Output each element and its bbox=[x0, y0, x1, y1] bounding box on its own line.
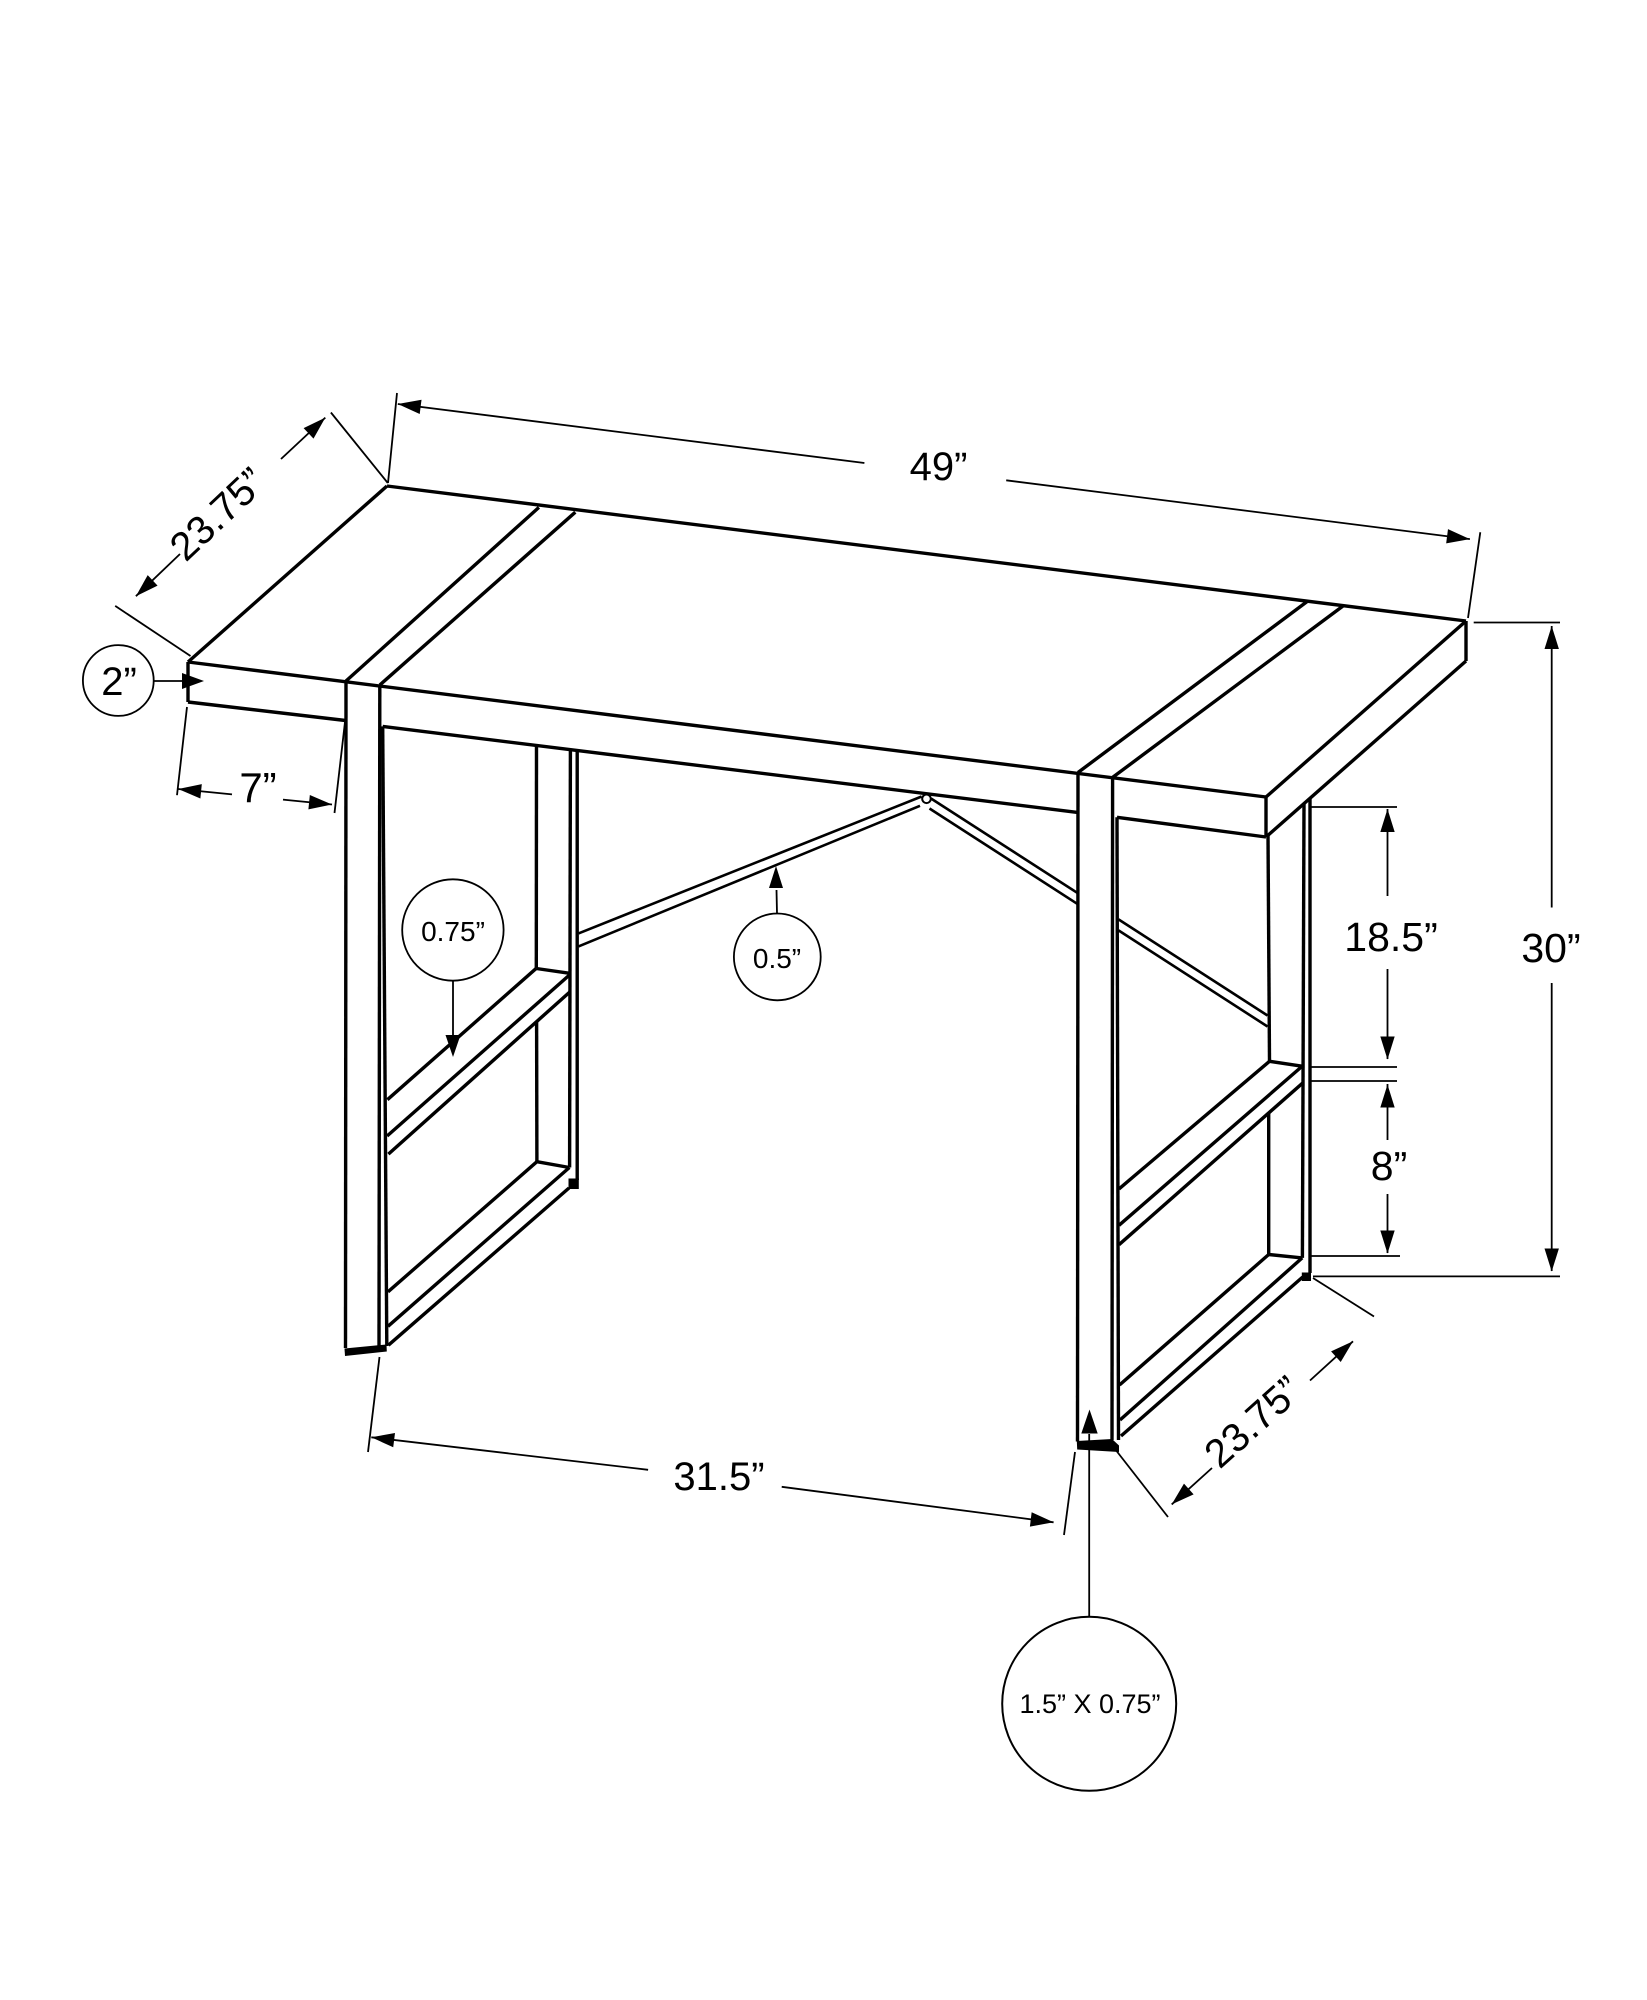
svg-text:8”: 8” bbox=[1371, 1143, 1407, 1189]
svg-text:2”: 2” bbox=[101, 660, 137, 704]
svg-text:31.5”: 31.5” bbox=[673, 1455, 764, 1499]
svg-text:0.75”: 0.75” bbox=[421, 916, 485, 947]
svg-text:49”: 49” bbox=[910, 445, 968, 489]
svg-text:18.5”: 18.5” bbox=[1344, 914, 1437, 960]
svg-text:0.5”: 0.5” bbox=[753, 943, 801, 974]
svg-text:7”: 7” bbox=[239, 764, 276, 811]
svg-text:1.5” X 0.75”: 1.5” X 0.75” bbox=[1019, 1689, 1160, 1719]
svg-text:30”: 30” bbox=[1521, 925, 1580, 971]
